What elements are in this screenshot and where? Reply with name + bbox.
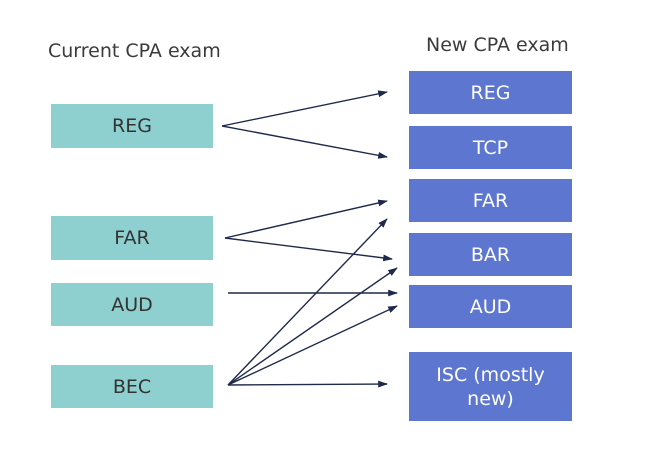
new-box-label: TCP [472, 136, 509, 159]
current-box-label: REG [112, 115, 152, 137]
arrow-far-to-far [224, 199, 388, 239]
new-box-label: BAR [470, 243, 511, 266]
new-exam-heading: New CPA exam [426, 34, 569, 56]
new-box-bar: BAR [409, 233, 572, 276]
current-box-label: AUD [111, 293, 153, 316]
arrow-bec-to-isc [227, 380, 388, 388]
current-box-label: FAR [114, 227, 150, 249]
current-box-label: BEC [112, 375, 152, 398]
new-box-far: FAR [409, 179, 572, 222]
arrow-bec-to-bar [227, 267, 398, 386]
arrow-reg-to-reg [221, 90, 388, 127]
current-exam-heading: Current CPA exam [48, 40, 221, 62]
new-box-isc: ISC (mostly new) [409, 352, 572, 421]
new-box-label: AUD [469, 295, 512, 318]
current-box-bec: BEC [51, 365, 213, 408]
arrow-far-to-bar [224, 237, 393, 262]
current-box-aud: AUD [51, 283, 213, 326]
new-box-label: ISC (mostly new) [436, 363, 545, 410]
arrow-bec-to-far [227, 218, 388, 386]
current-box-reg: REG [51, 104, 213, 148]
new-box-reg: REG [409, 71, 572, 114]
arrow-bec-to-aud [227, 305, 398, 386]
arrow-reg-to-tcp [221, 125, 388, 159]
new-box-label: REG [470, 81, 511, 104]
new-box-aud: AUD [409, 285, 572, 328]
new-box-label: FAR [472, 189, 509, 212]
new-box-tcp: TCP [409, 126, 572, 169]
current-box-far: FAR [51, 216, 213, 260]
